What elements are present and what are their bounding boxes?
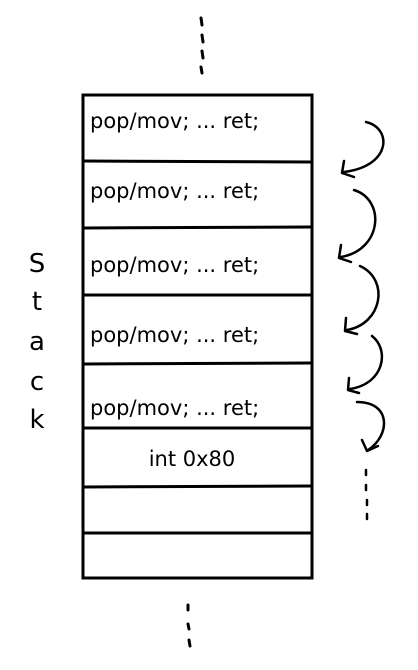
cell-label: int 0x80 [149,447,236,471]
curved-arrow-icon [337,188,377,264]
top-ellipsis [199,16,205,75]
stack-side-label: S t a c k [29,249,46,435]
cell-label: pop/mov; ... ret; [90,179,259,203]
bottom-ellipsis [186,603,192,648]
curved-arrow-icon [343,264,380,336]
cell-labels: pop/mov; ... ret; pop/mov; ... ret; pop/… [90,109,259,471]
stack-box [81,93,314,580]
side-letter: t [32,287,42,317]
curved-arrow-icon [346,334,384,395]
cell-label: pop/mov; ... ret; [90,323,259,347]
curved-arrow-icon [340,120,385,179]
cell-label: pop/mov; ... ret; [90,396,259,420]
side-letter: k [29,405,44,435]
side-letter: a [29,327,45,357]
right-ellipsis [364,468,369,521]
side-letter: c [30,367,44,397]
curved-arrow-icon [355,400,386,453]
side-letter: S [29,249,46,279]
return-arrows [337,120,386,453]
cell-dividers [82,159,313,535]
cell-label: pop/mov; ... ret; [90,109,259,133]
cell-label: pop/mov; ... ret; [90,253,259,277]
